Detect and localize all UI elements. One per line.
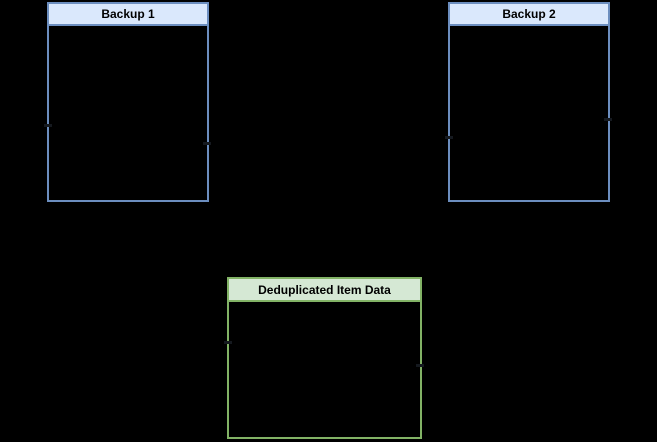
connector-tick-dedup-right (416, 364, 424, 367)
deduplicated-item-data-header: Deduplicated Item Data (229, 279, 420, 302)
backup2-header: Backup 2 (450, 4, 608, 26)
backup1-box: Backup 1 (47, 2, 209, 202)
connector-tick-backup1-right (203, 142, 211, 145)
backup1-title: Backup 1 (101, 7, 155, 21)
connector-tick-dedup-left (224, 341, 232, 344)
backup1-header: Backup 1 (49, 4, 207, 26)
deduplicated-item-data-title: Deduplicated Item Data (258, 282, 391, 297)
backup2-box: Backup 2 (448, 2, 610, 202)
connector-tick-backup2-left (445, 136, 453, 139)
connector-tick-backup2-right (604, 118, 612, 121)
deduplicated-item-data-box: Deduplicated Item Data (227, 277, 422, 439)
backup2-title: Backup 2 (502, 7, 556, 21)
connector-tick-backup1-left (44, 124, 52, 127)
